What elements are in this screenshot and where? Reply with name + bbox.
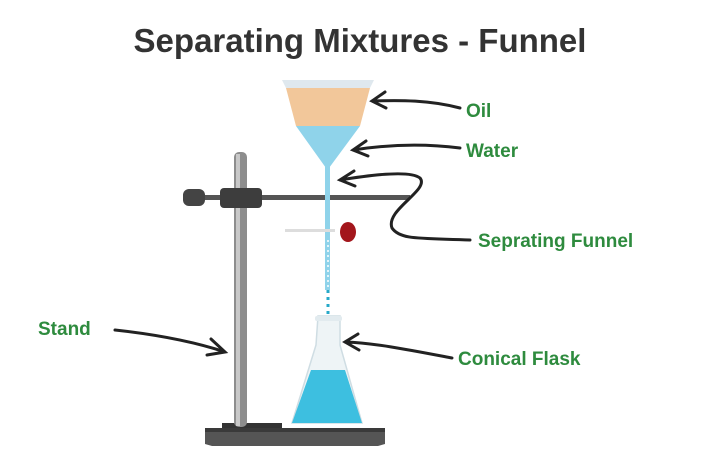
diagram-title: Separating Mixtures - Funnel (133, 22, 587, 59)
label-separating-funnel: Seprating Funnel (478, 231, 634, 252)
label-water: Water (466, 141, 519, 162)
conical-flask (290, 315, 363, 424)
stand-rod (234, 152, 247, 427)
label-stand: Stand (38, 319, 91, 340)
separating-funnel (282, 80, 374, 370)
label-conical-flask: Conical Flask (458, 349, 581, 370)
pointer-arrows (113, 90, 472, 360)
clamp (183, 188, 410, 208)
stopcock-icon (340, 222, 356, 242)
stand-base (205, 423, 385, 446)
label-oil: Oil (466, 101, 492, 122)
